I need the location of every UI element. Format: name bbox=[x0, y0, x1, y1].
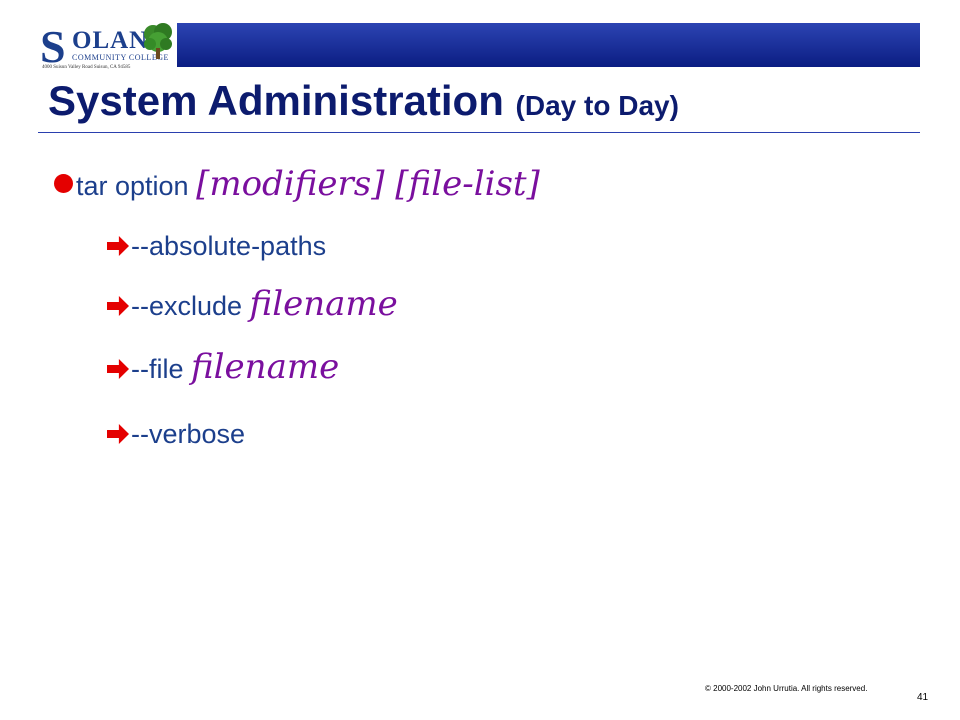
tree-icon bbox=[144, 23, 172, 59]
arrow-right-icon bbox=[107, 296, 129, 316]
title-underline bbox=[38, 132, 920, 133]
solano-college-logo: S OLANO COMMUNITY COLLEGE 4000 Suisun Va… bbox=[36, 20, 176, 70]
bullet-dot-icon bbox=[54, 174, 73, 193]
subitem-text: --verbose bbox=[131, 419, 246, 449]
arrow-right-icon bbox=[107, 359, 129, 379]
subitem-text: --exclude bbox=[131, 291, 250, 321]
arrow-right-icon bbox=[107, 424, 129, 444]
subitem-argument: filename bbox=[249, 284, 398, 324]
subitem-file: --file filename bbox=[107, 347, 339, 388]
title-main: System Administration bbox=[48, 77, 504, 124]
logo-address: 4000 Suisun Valley Road Suisun, CA 94585 bbox=[42, 65, 131, 70]
logo-initial: S bbox=[40, 21, 66, 72]
tar-arguments: [modifiers] [file-list] bbox=[196, 164, 540, 204]
title-sub: (Day to Day) bbox=[515, 90, 679, 121]
subitem-text: --file bbox=[131, 354, 191, 384]
logo-subtitle: COMMUNITY COLLEGE bbox=[72, 53, 169, 62]
copyright-notice: © 2000-2002 John Urrutia. All rights res… bbox=[705, 684, 868, 693]
subitem-argument: filename bbox=[191, 347, 340, 387]
tar-command: tar option bbox=[76, 171, 197, 201]
bullet-tar-syntax: tar option [modifiers] [file-list] bbox=[54, 164, 540, 205]
subitem-exclude: --exclude filename bbox=[107, 284, 398, 325]
subitem-verbose: --verbose bbox=[107, 418, 245, 450]
arrow-right-icon bbox=[107, 236, 129, 256]
page-number: 41 bbox=[917, 692, 929, 703]
header-bar bbox=[177, 23, 920, 67]
slide-title: System Administration (Day to Day) bbox=[48, 77, 679, 124]
subitem-text: --absolute-paths bbox=[131, 231, 327, 261]
subitem-absolute-paths: --absolute-paths bbox=[107, 230, 326, 262]
